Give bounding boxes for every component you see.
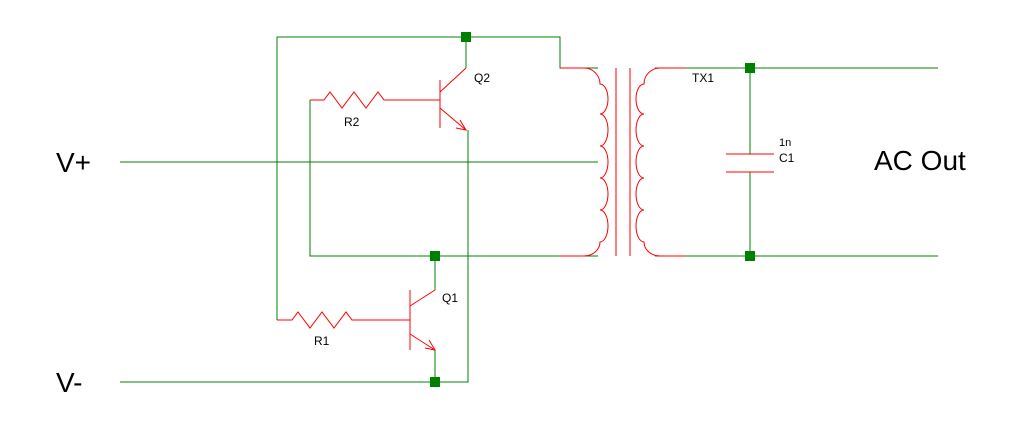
wire-top-bus <box>276 36 598 320</box>
transistor-q1 <box>372 289 437 351</box>
label-vminus: V- <box>56 367 82 398</box>
wire-vminus <box>120 130 469 383</box>
label-c1-value: 1n <box>779 137 791 149</box>
components <box>277 67 774 351</box>
labels: V+ V- AC Out Q2 Q1 R2 R1 TX1 1n C1 <box>56 71 966 398</box>
junction-node <box>745 63 755 73</box>
junction-node <box>745 251 755 261</box>
transformer-tx1 <box>560 67 686 257</box>
transistor-q2 <box>402 67 468 131</box>
label-q2: Q2 <box>474 71 490 85</box>
resistor-r2 <box>310 91 402 109</box>
label-q1: Q1 <box>442 291 458 305</box>
label-r1: R1 <box>314 334 330 348</box>
label-vplus: V+ <box>56 147 91 178</box>
junction-node <box>430 251 440 261</box>
transformer-secondary <box>635 67 686 257</box>
junction-node <box>461 32 471 42</box>
wire-r2-feed <box>309 100 598 257</box>
label-c1: C1 <box>779 151 795 165</box>
resistor-r1 <box>277 311 372 329</box>
junction-node <box>430 377 440 387</box>
transformer-primary <box>560 67 609 257</box>
junctions <box>430 32 755 387</box>
label-ac-out: AC Out <box>874 145 966 176</box>
capacitor-c1 <box>726 153 774 173</box>
wires <box>120 36 938 383</box>
label-r2: R2 <box>344 115 360 129</box>
label-tx1: TX1 <box>692 71 714 85</box>
